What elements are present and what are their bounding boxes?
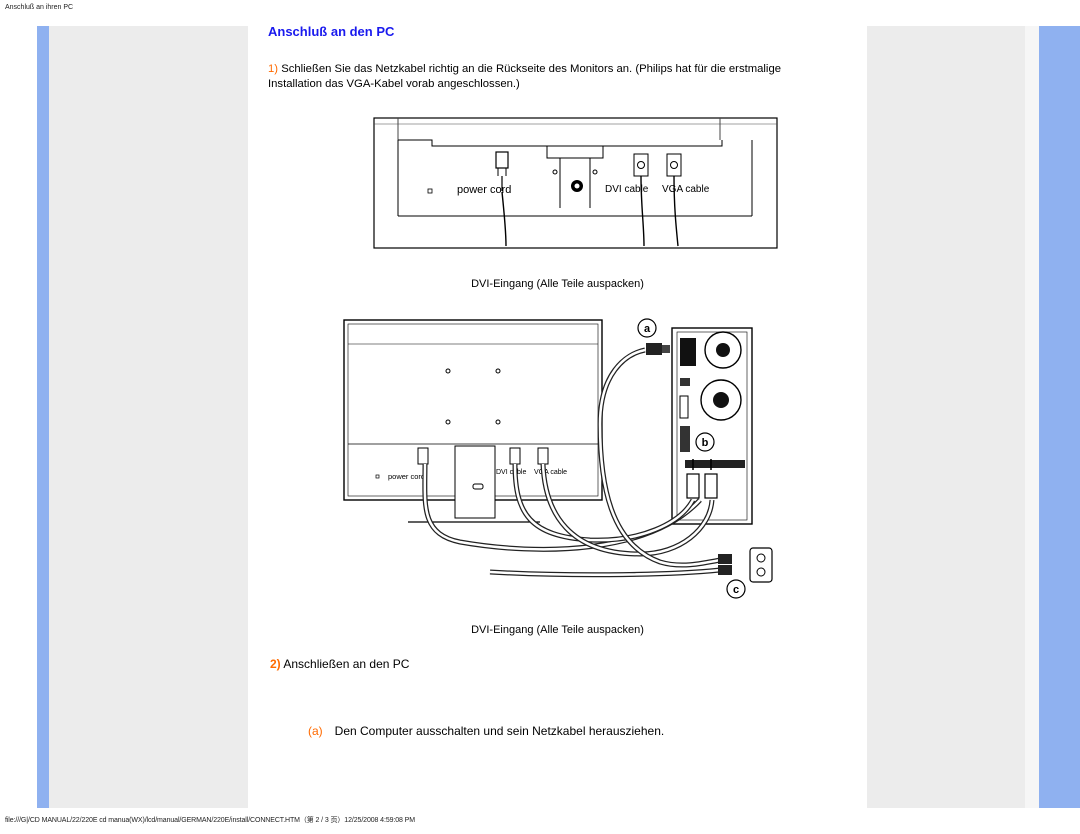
right-margin-panel bbox=[867, 26, 1025, 808]
figure-1-dvi-cable-label: DVI cable bbox=[605, 184, 649, 195]
figure-2-power-cord-label: power cord bbox=[388, 472, 425, 481]
page-title: Anschluß an den PC bbox=[268, 24, 395, 39]
step-1-number: 1) bbox=[268, 63, 279, 75]
figure-1-power-cord-label: power cord bbox=[457, 184, 511, 196]
figure-2-dvi-cable-label: DVI cable bbox=[496, 469, 526, 476]
figure-2-vga-cable-label: VGA cable bbox=[534, 469, 567, 476]
step-1-paragraph: 1) Schließen Sie das Netzkabel richtig a… bbox=[268, 62, 838, 92]
left-accent-bar bbox=[37, 26, 49, 808]
figure-pc-connection-diagram: power cord DVI cable VGA cable a b c bbox=[343, 318, 773, 599]
page-header-breadcrumb: Anschluß an ihren PC bbox=[5, 4, 74, 11]
marker-b: b bbox=[702, 437, 709, 449]
step-2a-text: Den Computer ausschalten und sein Netzka… bbox=[334, 724, 665, 738]
left-margin-panel bbox=[49, 26, 248, 808]
page-footer-path: file:///G|/CD MANUAL/22/220E cd manua(WX… bbox=[5, 817, 415, 824]
step-2-number: 2) bbox=[270, 657, 281, 671]
marker-a: a bbox=[644, 323, 651, 335]
right-accent-bar bbox=[1039, 26, 1080, 808]
step-2: 2) Anschließen an den PC bbox=[270, 657, 409, 671]
step-2-text: Anschließen an den PC bbox=[283, 657, 410, 671]
step-2a-letter: (a) bbox=[308, 724, 323, 738]
figure-monitor-rear-ports: power cord DVI cable VGA cable bbox=[373, 117, 778, 249]
right-divider bbox=[1025, 26, 1039, 808]
figure-1-vga-cable-label: VGA cable bbox=[662, 184, 710, 195]
marker-c: c bbox=[733, 584, 739, 596]
figure-2-caption: DVI-Eingang (Alle Teile auspacken) bbox=[471, 624, 644, 636]
step-1-text: Schließen Sie das Netzkabel richtig an d… bbox=[268, 63, 782, 90]
step-2a: (a) Den Computer ausschalten und sein Net… bbox=[308, 724, 664, 738]
figure-1-caption: DVI-Eingang (Alle Teile auspacken) bbox=[471, 278, 644, 290]
